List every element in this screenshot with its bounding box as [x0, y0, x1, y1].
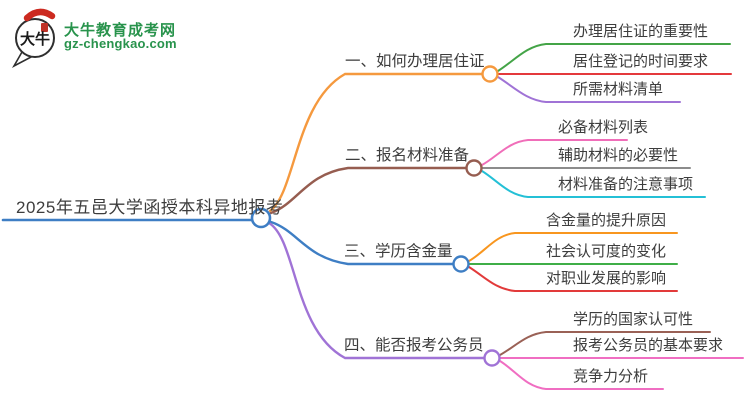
logo-icon: 大牛 [11, 8, 56, 68]
branch-4-sub-2-label: 报考公务员的基本要求 [573, 337, 724, 354]
branch-4-node-ring [483, 349, 501, 367]
logo-icon-text: 大牛 [20, 30, 50, 48]
branch-1-node-ring [481, 65, 499, 83]
branch-3-sub-3-label: 对职业发展的影响 [546, 270, 667, 287]
branch-3-sub-1-label: 含金量的提升原因 [546, 212, 667, 229]
branch-1-sub-3-label: 所需材料清单 [573, 81, 664, 98]
branch-2-sub-3-line [481, 170, 706, 198]
branch-2-sub-3-label: 材料准备的注意事项 [558, 176, 694, 193]
logo-seal [41, 23, 48, 32]
branch-2-node-ring [465, 159, 483, 177]
branch-3-line [269, 220, 455, 266]
logo-red-hat [23, 8, 56, 22]
branch-4-sub-3-label: 竞争力分析 [573, 368, 649, 385]
site-name: 大牛教育成考网 [64, 22, 177, 39]
root-topic-label: 2025年五邑大学函授本科异地报考 [16, 198, 284, 217]
branch-3-sub-1-line [468, 232, 678, 262]
branch-1-sub-1-line [497, 43, 731, 72]
branch-4-line [267, 221, 486, 360]
branch-3-sub-2-label: 社会认可度的变化 [546, 243, 667, 260]
branch-1-label: 一、如何办理居住证 [345, 53, 485, 70]
branch-4-label: 四、能否报考公务员 [344, 337, 484, 354]
branch-4-sub-3-line [499, 360, 664, 390]
site-url: gz-chengkao.com [64, 36, 177, 51]
branch-3-sub-3-line [468, 266, 678, 292]
branch-2-line [269, 166, 468, 215]
branch-3-node-ring [452, 255, 470, 273]
branch-2-label: 二、报名材料准备 [345, 147, 470, 164]
branch-1-sub-3-line [497, 76, 681, 103]
branch-1-line [268, 72, 484, 213]
branch-2-sub-1-line [481, 139, 628, 166]
branch-1-sub-1-label: 办理居住证的重要性 [573, 23, 709, 40]
branch-4-sub-1-label: 学历的国家认可性 [573, 311, 694, 328]
branch-2-sub-1-label: 必备材料列表 [558, 119, 649, 136]
branch-2-sub-2-label: 辅助材料的必要性 [558, 147, 679, 164]
branch-1-sub-2-label: 居住登记的时间要求 [573, 53, 709, 70]
branch-4-sub-1-line [499, 331, 711, 356]
branch-3-label: 三、学历含金量 [344, 243, 453, 260]
root-node-ring [250, 207, 272, 229]
